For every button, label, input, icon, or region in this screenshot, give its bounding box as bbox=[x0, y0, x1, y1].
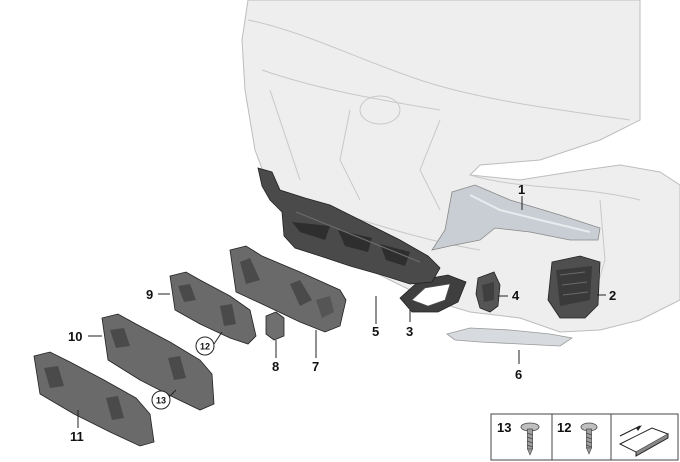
part-2-air-duct bbox=[547, 255, 601, 319]
label-part-5: 5 bbox=[372, 324, 379, 339]
circled-label-12-text: 12 bbox=[200, 342, 210, 352]
screw-12-icon bbox=[580, 422, 598, 455]
part-9-bracket bbox=[169, 271, 257, 345]
leader-lines bbox=[77, 196, 606, 428]
label-part-7: 7 bbox=[312, 359, 319, 374]
label-part-2: 2 bbox=[609, 288, 616, 303]
part-6-strip bbox=[446, 327, 574, 347]
label-part-9: 9 bbox=[146, 287, 153, 302]
label-part-3: 3 bbox=[406, 324, 413, 339]
mounting-direction-icon bbox=[618, 425, 670, 457]
part-1-trim bbox=[431, 184, 601, 251]
legend-label-13: 13 bbox=[497, 420, 511, 435]
screw-13-icon bbox=[520, 422, 540, 456]
label-part-8: 8 bbox=[272, 359, 279, 374]
label-part-1: 1 bbox=[518, 182, 525, 197]
circled-label-13: 13 bbox=[151, 390, 171, 410]
legend-label-12: 12 bbox=[557, 420, 571, 435]
part-10-bracket bbox=[101, 313, 215, 411]
part-7-bracket bbox=[229, 245, 347, 333]
label-part-11: 11 bbox=[70, 429, 84, 444]
part-labels: 1 2 3 4 5 6 7 8 9 10 11 bbox=[68, 182, 616, 444]
circled-label-12: 12 bbox=[195, 336, 215, 356]
label-part-10: 10 bbox=[68, 329, 82, 344]
part-5-carrier bbox=[257, 167, 441, 285]
part-4-bracket bbox=[475, 271, 501, 313]
circled-label-13-text: 13 bbox=[156, 396, 166, 406]
fastener-legend: 13 12 bbox=[490, 413, 679, 461]
label-part-4: 4 bbox=[512, 288, 520, 303]
part-3-grille-insert bbox=[399, 274, 467, 313]
part-8-plate bbox=[265, 311, 285, 341]
part-11-bracket bbox=[33, 351, 155, 447]
label-part-6: 6 bbox=[515, 367, 522, 382]
